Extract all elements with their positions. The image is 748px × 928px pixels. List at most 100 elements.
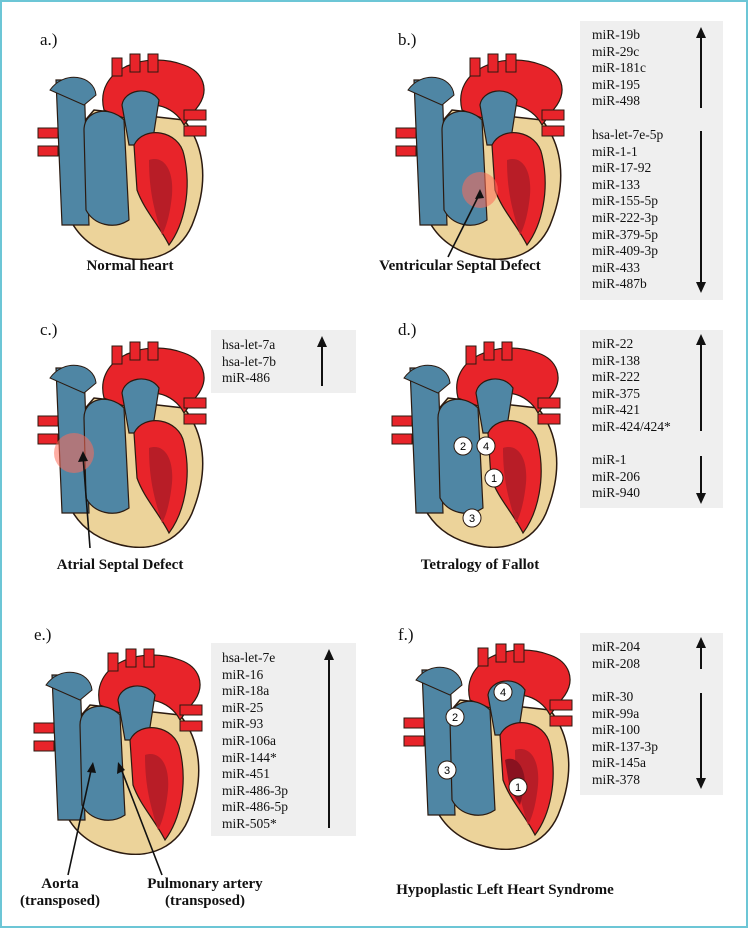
marker-4: 4 <box>500 687 506 699</box>
mir-item: miR-144* <box>222 749 277 765</box>
panel-d-mir-box <box>580 330 723 508</box>
mir-item: miR-433 <box>592 259 641 275</box>
mir-item: miR-1 <box>592 452 627 467</box>
down-arrow-icon <box>696 131 706 293</box>
mir-item: miR-181c <box>592 60 646 76</box>
mir-item: miR-505* <box>222 815 277 831</box>
mir-item: miR-378 <box>592 771 641 787</box>
up-arrow-icon <box>696 637 706 669</box>
panel-f-upregulated-list: miR-204 miR-208 <box>592 639 640 672</box>
normal-heart-illustration <box>37 53 207 260</box>
mir-item: miR-379-5p <box>592 226 658 242</box>
marker-1: 1 <box>515 782 521 794</box>
panel-b-upregulated-list: miR-19b miR-29c miR-181c miR-195 miR-498 <box>592 27 646 110</box>
panel-d-caption: Tetralogy of Fallot <box>420 557 540 573</box>
down-arrow-icon <box>696 456 706 504</box>
panel-f-caption: Hypoplastic Left Heart Syndrome <box>396 882 614 898</box>
asd-heart-illustration <box>37 341 207 548</box>
mir-item: miR-25 <box>222 699 264 715</box>
panel-b-label: b.) <box>398 30 417 49</box>
panel-f-downregulated-list: miR-30 miR-99a miR-100 miR-137-3p miR-14… <box>592 689 658 789</box>
up-arrow-icon <box>696 27 706 108</box>
mir-item: hsa-let-7a <box>222 337 276 352</box>
mir-item: miR-204 <box>592 639 641 654</box>
vsd-pointer-arrow <box>447 189 484 258</box>
mir-item: miR-19b <box>592 27 641 42</box>
pa-caption: Pulmonary artery (transposed) <box>130 876 280 910</box>
mir-item: miR-486 <box>222 370 271 386</box>
mir-item: miR-222 <box>592 369 641 385</box>
mir-item: miR-17-92 <box>592 160 652 176</box>
mir-item: miR-486-3p <box>222 782 288 798</box>
mir-item: miR-206 <box>592 468 641 484</box>
mir-item: miR-1-1 <box>592 143 638 159</box>
mir-item: miR-106a <box>222 732 276 748</box>
mir-item: miR-222-3p <box>592 209 658 225</box>
mir-item: miR-155-5p <box>592 193 658 209</box>
pa-caption-sub: (transposed) <box>164 893 245 909</box>
mir-item: miR-22 <box>592 336 634 351</box>
panel-d-label: d.) <box>398 320 417 339</box>
marker-3: 3 <box>444 765 450 777</box>
up-arrow-icon <box>696 334 706 431</box>
panel-c-upregulated-list: hsa-let-7a hsa-let-7b miR-486 <box>222 337 276 387</box>
mir-item: miR-145a <box>592 755 646 771</box>
marker-3: 3 <box>469 513 475 525</box>
down-arrow-icon <box>696 693 706 789</box>
mir-item: miR-487b <box>592 276 647 292</box>
panel-d-downregulated-list: miR-1 miR-206 miR-940 <box>592 452 640 502</box>
mir-item: miR-99a <box>592 705 640 721</box>
mir-item: miR-421 <box>592 402 641 418</box>
tof-heart-illustration: 2 4 1 3 <box>391 341 561 548</box>
aorta-pointer-arrow <box>67 762 96 876</box>
mir-item: miR-195 <box>592 76 641 92</box>
panel-b-downregulated-list: hsa-let-7e-5p miR-1-1 miR-17-92 miR-133 … <box>592 127 663 293</box>
mir-item: miR-133 <box>592 176 641 192</box>
mir-item: miR-208 <box>592 655 641 671</box>
mir-item: hsa-let-7b <box>222 353 276 369</box>
panel-b-caption: Ventricular Septal Defect <box>379 258 541 274</box>
mir-item: miR-424/424* <box>592 418 671 434</box>
mir-item: miR-100 <box>592 722 641 738</box>
aorta-caption: Aorta (transposed) <box>10 876 110 910</box>
pa-caption-title: Pulmonary artery <box>147 876 263 892</box>
marker-4: 4 <box>483 441 489 453</box>
panel-a-caption: Normal heart <box>86 258 174 274</box>
panel-c-label: c.) <box>40 320 58 339</box>
panel-f-label: f.) <box>398 625 414 644</box>
panel-c-mir-box <box>211 330 356 393</box>
asd-pointer-arrow <box>78 451 91 549</box>
mir-item: miR-409-3p <box>592 243 658 259</box>
mir-item: miR-93 <box>222 716 264 732</box>
mir-item: miR-18a <box>222 683 270 699</box>
mir-item: miR-29c <box>592 43 640 59</box>
panel-b-mir-box <box>580 21 723 300</box>
mir-item: hsa-let-7e <box>222 650 276 665</box>
mir-item: miR-940 <box>592 485 641 501</box>
mir-item: miR-30 <box>592 689 634 704</box>
panel-f-mir-box <box>580 633 723 795</box>
mir-item: miR-486-5p <box>222 799 288 815</box>
panel-d-upregulated-list: miR-22 miR-138 miR-222 miR-375 miR-421 m… <box>592 336 671 436</box>
mir-item: miR-16 <box>222 666 264 682</box>
panel-c-caption: Atrial Septal Defect <box>56 557 184 573</box>
panel-e-label: e.) <box>34 625 52 644</box>
panel-e-mir-box <box>211 643 356 836</box>
pa-pointer-arrow <box>117 762 163 876</box>
mir-item: hsa-let-7e-5p <box>592 127 664 142</box>
up-arrow-icon <box>317 336 327 386</box>
mir-item: miR-498 <box>592 93 641 109</box>
mir-item: miR-138 <box>592 352 641 368</box>
panel-a-label: a.) <box>40 30 58 49</box>
marker-2: 2 <box>452 712 458 724</box>
up-arrow-icon <box>324 649 334 828</box>
aorta-caption-title: Aorta <box>41 876 79 892</box>
marker-1: 1 <box>491 473 497 485</box>
mir-item: miR-451 <box>222 766 271 782</box>
panel-e-upregulated-list: hsa-let-7e miR-16 miR-18a miR-25 miR-93 … <box>222 650 288 833</box>
aorta-caption-sub: (transposed) <box>19 893 100 909</box>
mir-item: miR-375 <box>592 385 641 401</box>
mir-item: miR-137-3p <box>592 738 658 754</box>
marker-2: 2 <box>460 441 466 453</box>
